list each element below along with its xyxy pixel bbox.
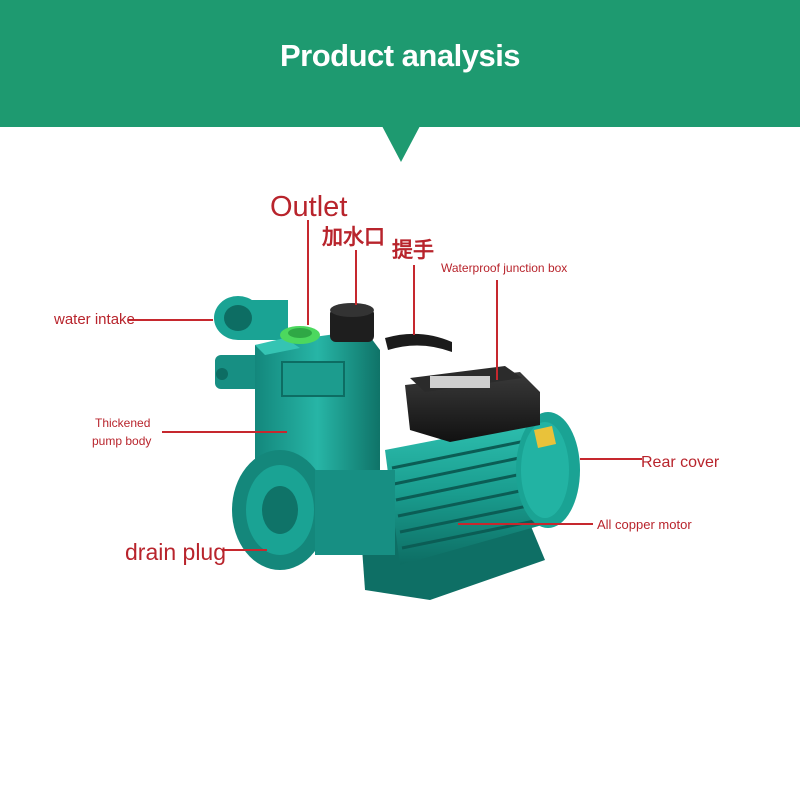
motor-housing [385, 420, 560, 565]
label-filler: 加水口 [322, 226, 385, 249]
header-banner [0, 0, 800, 127]
intake-pipe [214, 296, 288, 389]
label-rear-cover: Rear cover [641, 454, 720, 471]
pump-body-line [162, 431, 287, 433]
label-outlet: Outlet [270, 191, 348, 223]
rear-cover-part [516, 412, 580, 528]
filler-cap [330, 303, 374, 342]
rear-cover-line [580, 458, 642, 460]
junction-box-line [496, 280, 498, 380]
label-water-intake: water intake [54, 311, 135, 328]
handle-part [385, 333, 452, 352]
pump-volute [232, 450, 395, 570]
label-handle: 提手 [392, 239, 434, 262]
label-motor: All copper motor [597, 517, 692, 532]
page-title: Product analysis [279, 38, 521, 73]
outlet-port [280, 326, 320, 344]
label-drain-plug: drain plug [125, 539, 227, 565]
water-intake-line [128, 319, 213, 321]
handle-line [413, 265, 415, 335]
outlet-line [307, 220, 309, 325]
label-pump-body-line2: pump body [92, 434, 152, 448]
motor-line [458, 523, 593, 525]
label-junction-box: Waterproof junction box [441, 261, 568, 275]
junction-box-part [405, 366, 540, 442]
filler-line [355, 250, 357, 305]
drain-plug-line [222, 549, 267, 551]
header-pointer [382, 126, 420, 162]
label-pump-body-line1: Thickened [95, 416, 151, 430]
